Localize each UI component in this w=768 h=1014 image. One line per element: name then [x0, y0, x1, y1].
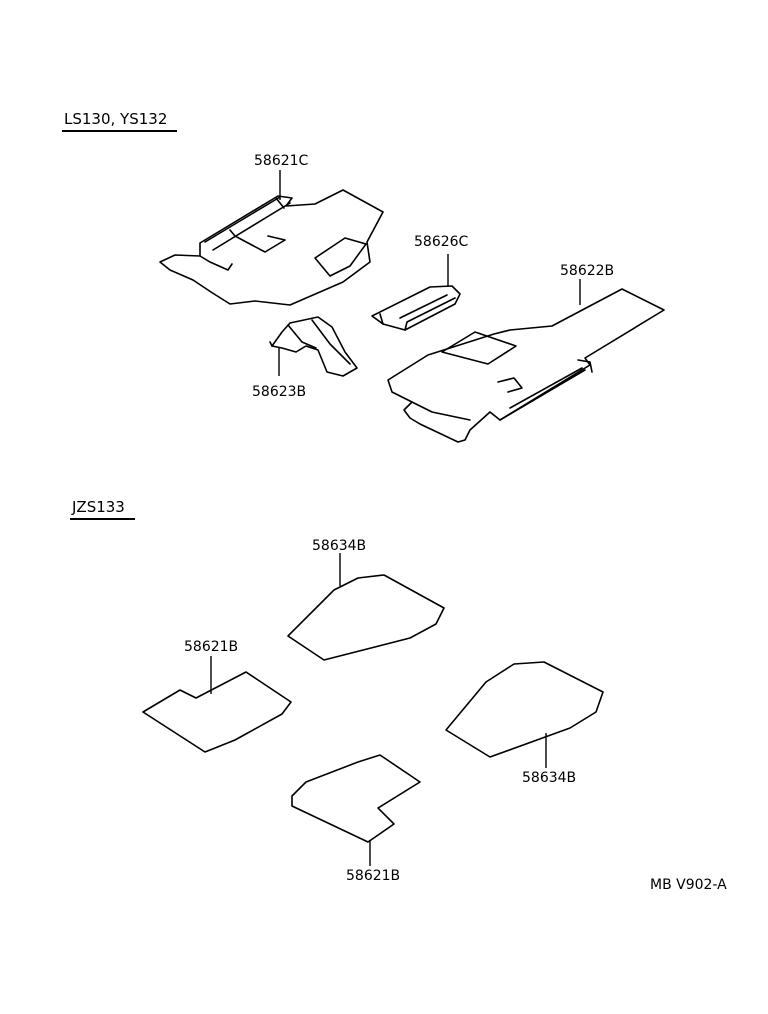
section-heading-jzs133: JZS133 — [71, 498, 125, 516]
section-heading-ls130-ys132: LS130, YS132 — [64, 110, 167, 128]
part-58634b-right — [445, 661, 604, 758]
callout-58621b-bottom: 58621B — [346, 868, 400, 884]
callout-58634b-right: 58634B — [522, 770, 576, 786]
part-58623b — [269, 316, 358, 377]
part-58621b-bottom — [291, 754, 421, 843]
part-58626c — [371, 285, 461, 331]
part-58621c — [159, 189, 384, 306]
part-58634b-top — [287, 574, 445, 661]
callout-58623b: 58623B — [252, 384, 306, 400]
part-58622b — [387, 288, 665, 443]
diagram-code: MB V902-A — [650, 877, 727, 893]
callout-58621b-left: 58621B — [184, 639, 238, 655]
callout-58621c: 58621C — [254, 153, 309, 169]
callout-58622b: 58622B — [560, 263, 614, 279]
part-58621b-left — [142, 671, 292, 753]
callout-58626c: 58626C — [414, 234, 469, 250]
callout-58634b-top: 58634B — [312, 538, 366, 554]
